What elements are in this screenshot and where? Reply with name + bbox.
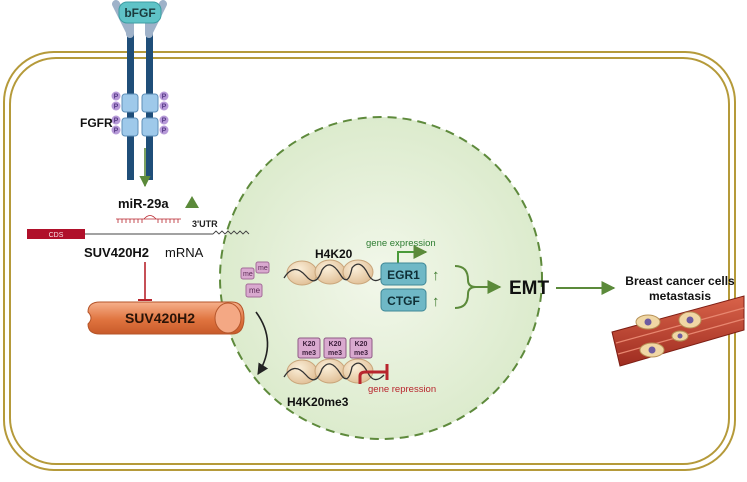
phospho-label: P — [162, 118, 167, 125]
ctgf-label: CTGF — [387, 294, 420, 308]
phospho-label: P — [114, 118, 119, 125]
phospho-right: P P P P — [159, 91, 169, 135]
mrna-gene-label: SUV420H2 — [84, 245, 149, 260]
suv420h2-mrna: CDS 3'UTR — [27, 219, 250, 239]
bfgf-label: bFGF — [124, 6, 155, 20]
k20-tag-label: K20 — [303, 341, 316, 348]
phospho-label: P — [162, 94, 167, 101]
phospho-label: P — [114, 94, 119, 101]
gene-expression-label: gene expression — [366, 238, 436, 249]
cancer-cell — [639, 342, 665, 358]
me3-tag-label: me3 — [302, 350, 316, 357]
outcome-line1: Breast cancer cells — [625, 274, 735, 288]
h4k20-label: H4K20 — [315, 247, 353, 261]
fgfr-receptor — [112, 0, 167, 180]
gene-repression-label: gene repression — [368, 384, 436, 395]
bfgf-ligand: bFGF — [118, 1, 162, 24]
mirna-label: miR-29a — [118, 196, 169, 211]
enzyme-label: SUV420H2 — [125, 310, 195, 326]
methyl-tag-label: me — [243, 271, 253, 278]
cancer-cell — [635, 314, 661, 330]
mrna-word-label: mRNA — [165, 245, 204, 260]
chromatin-bottom — [283, 358, 385, 385]
phospho-left: P P P P — [111, 91, 121, 135]
methyl-tags: me me me — [240, 261, 270, 298]
h4k20me3-label: H4K20me3 — [287, 395, 349, 409]
poly-a-tail — [212, 230, 250, 235]
cancer-cell — [671, 330, 689, 342]
phospho-label: P — [114, 104, 119, 111]
ctgf-box: CTGF — [380, 288, 427, 312]
egr1-box: EGR1 — [380, 262, 427, 286]
cds-block — [27, 229, 85, 239]
k20me3-tags: K20 me3 K20 me3 K20 me3 — [297, 337, 373, 359]
chromatin-top — [283, 259, 385, 286]
me3-tag-label: me3 — [354, 350, 368, 357]
k20-tag-label: K20 — [355, 341, 368, 348]
gene-repression-symbol — [358, 364, 389, 384]
fgfr-label: FGFR — [80, 116, 113, 130]
methyl-tag-label: me — [249, 286, 261, 295]
mirna-strand — [116, 215, 181, 223]
emt-label: EMT — [509, 278, 550, 299]
phospho-label: P — [114, 128, 119, 135]
phospho-groups: P P P P P P P P — [111, 91, 169, 135]
methyl-tag-label: me — [258, 265, 268, 272]
cancer-cell — [678, 311, 702, 329]
utr-label: 3'UTR — [192, 219, 218, 229]
phospho-label: P — [162, 128, 167, 135]
gene-expression-arrow — [397, 245, 428, 264]
mirna-up-triangle — [185, 196, 199, 208]
blood-vessel — [611, 295, 745, 367]
egr1-up-arrow: ↑ — [432, 267, 440, 284]
k20-tag-label: K20 — [329, 341, 342, 348]
ctgf-up-arrow: ↑ — [432, 293, 440, 310]
suv420h2-enzyme: SUV420H2 — [87, 301, 245, 335]
methylation-curved-arrow — [255, 311, 269, 375]
cds-label: CDS — [49, 232, 64, 239]
phospho-label: P — [162, 104, 167, 111]
egr1-label: EGR1 — [387, 268, 420, 282]
cell-membrane — [3, 51, 736, 471]
outcome-line2: metastasis — [649, 289, 711, 303]
inhibition-translation — [138, 262, 152, 301]
me3-tag-label: me3 — [328, 350, 342, 357]
